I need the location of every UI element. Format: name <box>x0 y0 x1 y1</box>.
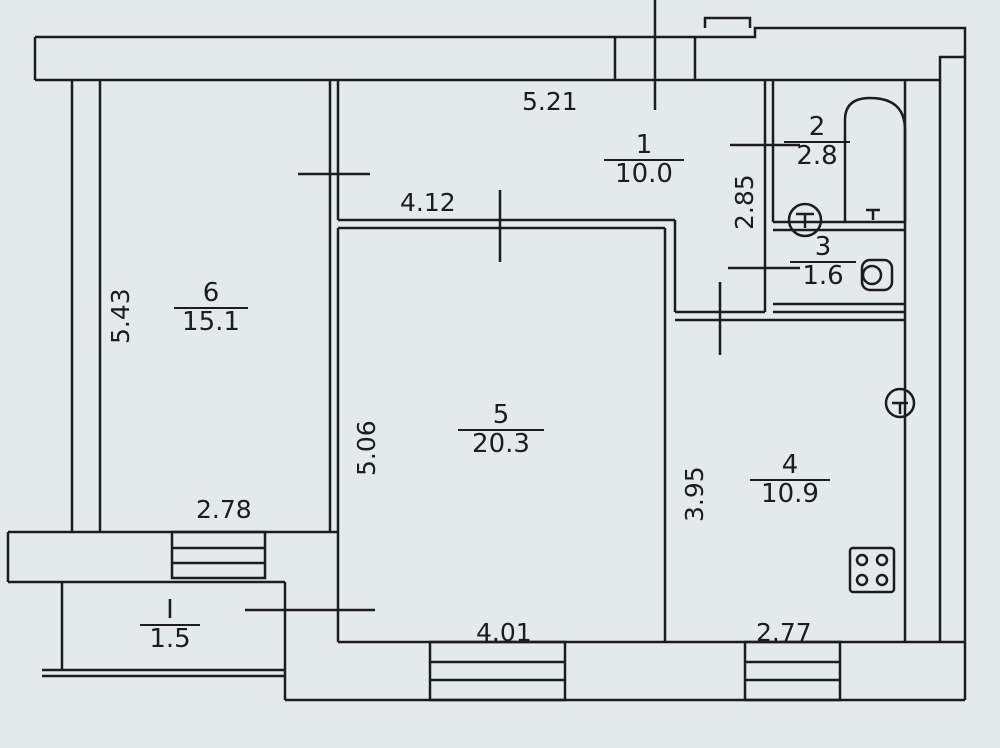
sink-tap <box>796 212 814 228</box>
top-wall-right <box>695 26 967 82</box>
toilet <box>860 258 894 292</box>
room-label-1: 1 10.0 <box>604 130 684 189</box>
room-label-6: 6 15.1 <box>174 278 248 337</box>
bottom-window-2 <box>743 640 842 702</box>
dimension-kitchen-width: 2.77 <box>756 618 812 647</box>
dimension-kitchen-height: 3.95 <box>680 466 709 522</box>
room-area: 2.8 <box>784 141 850 170</box>
room-label-5: 5 20.3 <box>458 400 544 459</box>
room-area: 1.6 <box>790 261 856 290</box>
top-wall <box>33 35 615 82</box>
toilet-bowl <box>861 264 883 286</box>
room-area: 10.9 <box>750 479 830 508</box>
room-label-i: I 1.5 <box>140 595 200 654</box>
dimension-room6-width: 2.78 <box>196 495 252 524</box>
bath-tap <box>866 208 880 220</box>
bath-walls <box>763 80 905 314</box>
hall-wall <box>338 218 675 230</box>
balcony-left-wall <box>70 80 102 532</box>
bottom-window-1 <box>428 640 567 702</box>
stove-burner <box>875 553 889 567</box>
gas-riser <box>884 387 916 419</box>
vent-shaft <box>703 16 752 28</box>
right-outer-wall <box>938 57 967 700</box>
room-label-3: 3 1.6 <box>790 232 856 291</box>
room-label-4: 4 10.9 <box>750 450 830 509</box>
gas-riser-mark <box>892 401 908 414</box>
dimension-room5-width: 4.01 <box>476 618 532 647</box>
room-area: 10.0 <box>604 159 684 188</box>
stove-burner <box>855 573 869 587</box>
room-label-2: 2 2.8 <box>784 112 850 171</box>
room-number: 3 <box>814 232 832 262</box>
bottom-wall <box>283 640 965 702</box>
dimension-room6-height: 5.43 <box>106 288 135 344</box>
room-number: 2 <box>808 112 826 142</box>
room6-right-wall <box>328 80 340 532</box>
room-number: I <box>166 595 174 625</box>
dimension-room5-height: 5.06 <box>352 420 381 476</box>
dimension-bath-height: 2.85 <box>730 174 759 230</box>
room-number: 5 <box>492 400 510 430</box>
stove-burner <box>855 553 869 567</box>
room-number: 6 <box>202 278 220 308</box>
room-i-walls <box>42 582 287 678</box>
room-area: 1.5 <box>140 624 200 653</box>
room-area: 15.1 <box>174 307 248 336</box>
balcony-window <box>170 530 267 580</box>
bathtub <box>843 96 907 222</box>
room-number: 1 <box>635 130 653 160</box>
dimension-hall-bottom: 4.12 <box>400 188 456 217</box>
sink <box>787 202 823 238</box>
room-number: 4 <box>781 450 799 480</box>
room5-walls <box>336 220 677 642</box>
stove-burner <box>875 573 889 587</box>
stove <box>848 546 896 594</box>
room-area: 20.3 <box>458 429 544 458</box>
dimension-top: 5.21 <box>522 87 578 116</box>
